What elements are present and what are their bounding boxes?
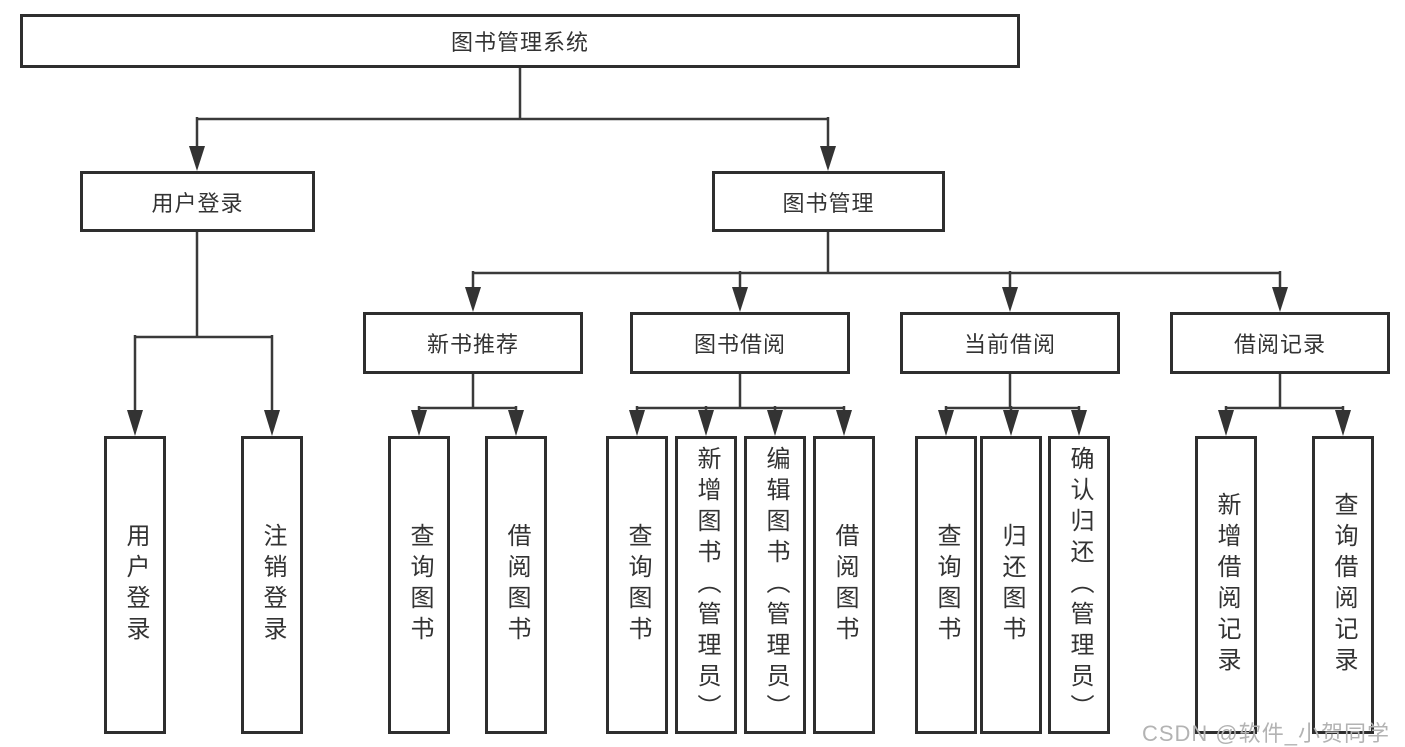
leaf-borrowing-query-books: 查询图书 (606, 436, 668, 734)
node-label: 用户登录 (151, 190, 244, 216)
connector-root (189, 68, 836, 171)
leaf-records-add-borrow-record: 新增借阅记录 (1195, 436, 1257, 734)
csdn-watermark: CSDN @软件_小贺同学 (1141, 721, 1390, 746)
leaf-recommend-borrow-books: 借阅图书 (485, 436, 547, 734)
node-library-management-system: 图书管理系统 (20, 14, 1020, 68)
leaf-current-query-books: 查询图书 (915, 436, 977, 734)
leaf-label: 确认归还（管理员） (1066, 445, 1093, 725)
leaf-label: 查询图书 (624, 523, 651, 647)
node-label: 借阅记录 (1233, 332, 1326, 357)
leaf-records-query-borrow-record: 查询借阅记录 (1312, 436, 1374, 734)
node-borrowing-records: 借阅记录 (1170, 312, 1390, 374)
connector-current-borrowing (938, 374, 1087, 436)
leaf-recommend-query-books: 查询图书 (388, 436, 450, 734)
leaf-label: 查询图书 (406, 523, 433, 647)
leaf-label: 归还图书 (998, 523, 1025, 647)
node-label: 图书管理系统 (450, 30, 589, 55)
node-current-borrowing: 当前借阅 (900, 312, 1120, 374)
connector-book-borrowing (629, 374, 852, 436)
node-book-management: 图书管理 (712, 171, 945, 232)
node-label: 图书借阅 (693, 332, 786, 357)
connector-user-login (127, 232, 280, 436)
node-user-login: 用户登录 (80, 171, 315, 232)
leaf-borrowing-borrow-books: 借阅图书 (813, 436, 875, 734)
leaf-label: 用户登录 (122, 523, 149, 647)
connector-borrowing-records (1218, 374, 1351, 436)
node-book-borrowing: 图书借阅 (630, 312, 850, 374)
leaf-logout-login: 注销登录 (241, 436, 303, 734)
leaf-borrowing-edit-books-admin: 编辑图书（管理员） (744, 436, 806, 734)
node-new-book-recommendation: 新书推荐 (363, 312, 583, 374)
leaf-label: 新增图书（管理员） (693, 445, 720, 725)
leaf-label: 借阅图书 (503, 523, 530, 647)
connector-new-book-recommendation (411, 374, 524, 436)
leaf-current-return-books: 归还图书 (980, 436, 1042, 734)
leaf-label: 查询图书 (933, 523, 960, 647)
leaf-label: 借阅图书 (831, 523, 858, 647)
leaf-current-confirm-return-admin: 确认归还（管理员） (1048, 436, 1110, 734)
node-label: 图书管理 (782, 190, 875, 216)
leaf-label: 注销登录 (259, 523, 286, 647)
leaf-borrowing-add-books-admin: 新增图书（管理员） (675, 436, 737, 734)
leaf-label: 新增借阅记录 (1213, 492, 1240, 678)
connector-book-management (465, 232, 1288, 312)
node-label: 新书推荐 (426, 332, 519, 357)
leaf-label: 编辑图书（管理员） (762, 445, 789, 725)
leaf-user-login: 用户登录 (104, 436, 166, 734)
node-label: 当前借阅 (963, 332, 1056, 357)
leaf-label: 查询借阅记录 (1330, 492, 1357, 678)
